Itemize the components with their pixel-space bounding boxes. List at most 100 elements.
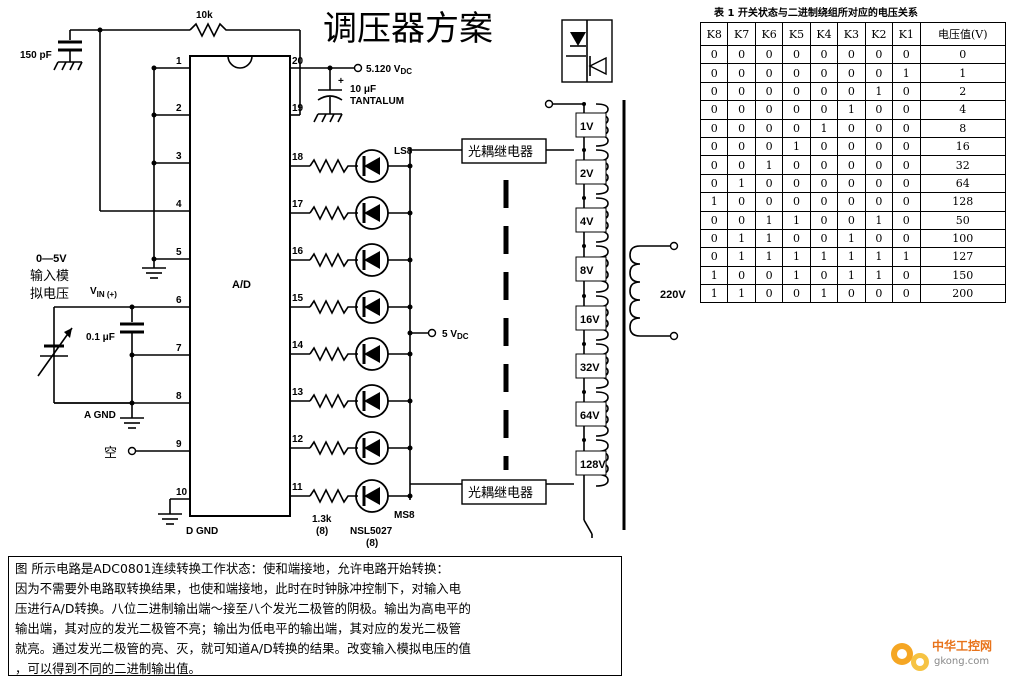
- table-cell: 0: [892, 210, 921, 230]
- table-cell: 1: [727, 247, 756, 267]
- table-cell: 0: [919, 44, 1006, 65]
- plus-label: +: [338, 76, 344, 87]
- nc-label: 空: [104, 446, 117, 461]
- led-count: (8): [366, 538, 378, 549]
- description-line: 图 所示电路是ADC0801连续转换工作状态：使和端接地，允许电路开始转换：: [15, 561, 449, 576]
- table-cell: 1: [754, 155, 784, 175]
- table-cell: 1: [837, 100, 866, 120]
- diode-icon: [364, 298, 380, 316]
- table-cell: 0: [699, 63, 729, 83]
- table-cell: 1: [892, 63, 921, 83]
- led-array: [309, 149, 413, 513]
- vin-label: VIN (+): [90, 286, 117, 299]
- svg-text:10: 10: [176, 487, 188, 498]
- table-cell: 0: [699, 118, 729, 138]
- table-cell: 0: [892, 44, 921, 65]
- table-header-cell: K5: [782, 22, 811, 46]
- table-cell: 0: [892, 118, 921, 138]
- table-cell: 0: [699, 81, 729, 102]
- table-cell: 0: [892, 173, 921, 194]
- table-header-cell: K7: [727, 22, 756, 46]
- table-cell: 150: [919, 265, 1006, 286]
- table-cell: 0: [782, 81, 811, 102]
- svg-text:8: 8: [176, 391, 182, 402]
- table-cell: 0: [837, 155, 866, 175]
- resistor: [309, 346, 358, 362]
- table-cell: 0: [864, 136, 894, 157]
- table-cell: 2: [919, 81, 1006, 102]
- table-cell: 0: [809, 44, 839, 65]
- description-line: 就亮。通过发光二极管的亮、灭，就可知道A/D转换的结果。改变输入模拟电压的值: [15, 641, 471, 656]
- table-cell: 0: [837, 44, 866, 65]
- svg-text:20: 20: [292, 56, 304, 67]
- description-line: 因为不需要外电路取转换结果，也使和端接地，此时在时钟脉冲控制下，对输入电: [15, 581, 462, 596]
- mains-label: 220V: [660, 289, 686, 301]
- table-header-cell: K4: [809, 22, 839, 46]
- table-cell: 0: [837, 118, 866, 138]
- table-cell: 1: [782, 247, 811, 267]
- led-row: [309, 479, 413, 513]
- table-cell: 0: [892, 192, 921, 212]
- table-cell: 1: [809, 118, 839, 138]
- table-cell: 1: [892, 247, 921, 267]
- table-cell: 0: [864, 155, 894, 175]
- vref-network: [313, 63, 363, 123]
- vref-label: 5.120 VDC: [366, 64, 412, 76]
- table-cell: 0: [892, 81, 921, 102]
- primary-winding: [629, 245, 641, 337]
- table-cell: 1: [699, 284, 729, 304]
- page-title: 调压器方案: [323, 9, 493, 49]
- table-cell: 0: [727, 265, 756, 286]
- table-cell: 0: [782, 284, 811, 304]
- table-cell: 0: [864, 228, 894, 249]
- led-row: [309, 196, 413, 230]
- table-cell: 0: [864, 63, 894, 83]
- table-cell: 0: [837, 210, 866, 230]
- table-cell: 64: [919, 173, 1006, 194]
- svg-text:7: 7: [176, 343, 182, 354]
- description-line: 输出端，其对应的发光二极管不亮；输出为低电平的输出端，其对应的发光二极管: [15, 621, 462, 636]
- table-cell: 1: [782, 265, 811, 286]
- watermark-url: gkong.com: [934, 656, 989, 667]
- diode-icon: [364, 392, 380, 410]
- c-in-label: 0.1 μF: [86, 332, 115, 343]
- table-cell: 0: [754, 173, 784, 194]
- watermark-brand: 中华工控网: [932, 638, 992, 653]
- table-cell: 0: [782, 63, 811, 83]
- table-cell: 0: [892, 155, 921, 175]
- right-pins: 20 19 18 17 16 15 14 13 12 11: [290, 56, 330, 497]
- table-cell: 0: [809, 81, 839, 102]
- svg-text:1: 1: [176, 56, 182, 67]
- table-cell: 1: [837, 265, 866, 286]
- table-cell: 0: [892, 228, 921, 249]
- table-cell: 1: [864, 265, 894, 286]
- table-cell: 0: [892, 265, 921, 286]
- table-cell: 1: [754, 247, 784, 267]
- tap-label: 128V: [580, 459, 606, 471]
- table-header-cell: K6: [754, 22, 784, 46]
- table-cell: 0: [837, 63, 866, 83]
- diode-icon: [364, 157, 380, 175]
- table-cell: 0: [864, 100, 894, 120]
- resistor: [309, 158, 358, 174]
- tantalum-value: 10 μF: [350, 84, 376, 95]
- diode-icon: [364, 439, 380, 457]
- table-cell: 1: [837, 228, 866, 249]
- table-cell: 0: [864, 44, 894, 65]
- tap-label: 32V: [580, 362, 600, 374]
- resistor: [309, 205, 358, 221]
- table-cell: 1: [782, 210, 811, 230]
- thyristor-icon: [561, 19, 613, 83]
- table-cell: 0: [727, 155, 756, 175]
- table-header-cell: K8: [699, 22, 729, 46]
- table-cell: 0: [699, 155, 729, 175]
- table-cell: 0: [892, 284, 921, 304]
- table-cell: 100: [919, 228, 1006, 249]
